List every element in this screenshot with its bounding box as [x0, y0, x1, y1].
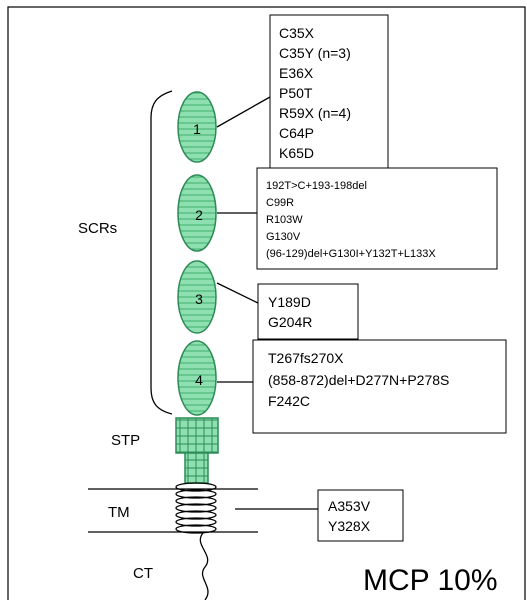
- scr-domain-4-label: 4: [195, 372, 203, 388]
- transmembrane-coil: [176, 483, 216, 533]
- scrs-label: SCRs: [78, 220, 117, 237]
- scr-domain-1: 1: [178, 92, 216, 162]
- mutation-label: C35Y (n=3): [279, 45, 351, 61]
- scr-domain-3-label: 3: [195, 291, 203, 307]
- scr3-connector: [217, 283, 258, 303]
- mutation-label: P50T: [279, 85, 313, 101]
- mutation-label: (96-129)del+G130I+Y132T+L133X: [266, 248, 436, 260]
- stp-stem: [185, 453, 208, 483]
- tm-mutation-box: A353V Y328X: [318, 490, 403, 541]
- scr1-connector: [217, 97, 270, 127]
- scr-domain-4: 4: [178, 341, 216, 415]
- scr-domain-2: 2: [178, 175, 216, 251]
- mutation-label: 192T>C+193-198del: [266, 180, 367, 192]
- mutation-label: F242C: [268, 393, 310, 409]
- mutation-label: (858-872)del+D277N+P278S: [268, 372, 449, 388]
- scrs-bracket: [151, 91, 172, 414]
- scr3-mutation-box: Y189D G204R: [258, 284, 358, 339]
- mutation-label: K65D: [279, 145, 314, 161]
- mutation-label: E36X: [279, 65, 314, 81]
- mcp-frequency-label: MCP 10%: [363, 564, 498, 597]
- scr-domain-3: 3: [178, 261, 216, 333]
- mutation-label: G130V: [266, 231, 301, 243]
- mutation-label: Y328X: [328, 518, 371, 534]
- mutation-label: Y189D: [268, 294, 311, 310]
- mutation-label: C64P: [279, 125, 314, 141]
- scr-domain-2-label: 2: [195, 207, 203, 223]
- scr1-mutation-box: C35X C35Y (n=3) E36X P50T R59X (n=4) C64…: [270, 15, 388, 172]
- mutation-label: A353V: [328, 498, 371, 514]
- mutation-label: R59X (n=4): [279, 105, 351, 121]
- mutation-label: R103W: [266, 214, 303, 226]
- scr2-mutation-box: 192T>C+193-198del C99R R103W G130V (96-1…: [257, 168, 497, 269]
- scr4-mutation-box: T267fs270X (858-872)del+D277N+P278S F242…: [253, 340, 506, 433]
- stp-block: [176, 418, 218, 453]
- scr-domain-1-label: 1: [193, 121, 201, 137]
- mutation-label: C35X: [279, 25, 315, 41]
- mutation-label: C99R: [266, 197, 294, 209]
- mutation-label: G204R: [268, 314, 312, 330]
- mutation-label: T267fs270X: [268, 350, 344, 366]
- stp-label: STP: [111, 432, 140, 449]
- ct-label: CT: [133, 565, 153, 582]
- cytoplasmic-tail: [200, 533, 208, 600]
- tm-label: TM: [108, 504, 130, 521]
